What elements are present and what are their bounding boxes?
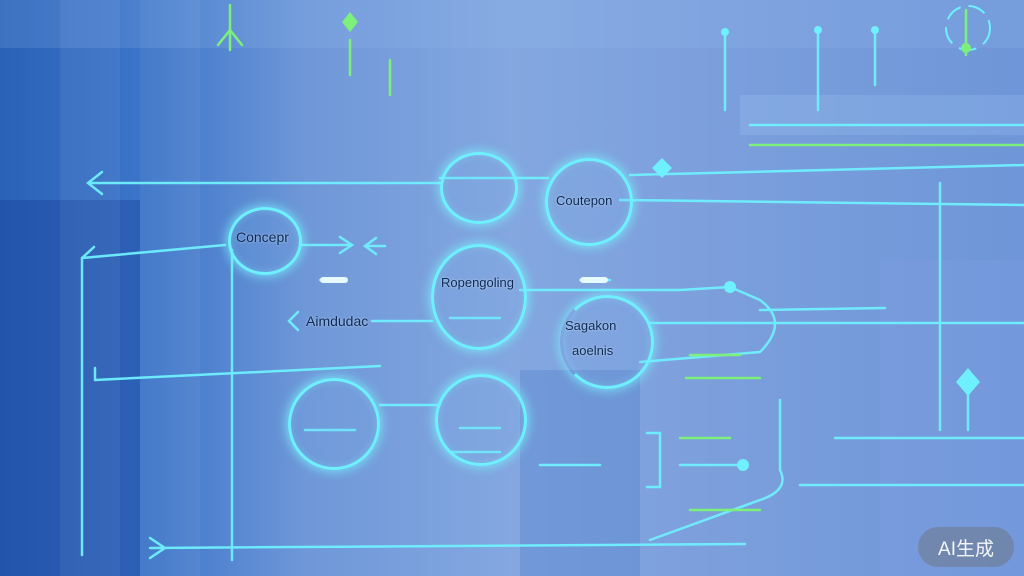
bg-band <box>0 200 140 576</box>
diamond-marker <box>956 368 980 396</box>
arrow-head <box>287 310 300 332</box>
node-segmentation <box>560 295 654 389</box>
accent-line <box>216 27 244 47</box>
bg-band <box>60 0 120 576</box>
dot-marker <box>721 28 729 36</box>
bg-band <box>520 370 640 576</box>
ai-generated-badge: AI生成 <box>918 527 1014 567</box>
connector-line <box>518 285 732 292</box>
connector-line <box>638 285 777 364</box>
diamond-marker <box>652 158 672 178</box>
connector-line <box>645 431 662 489</box>
label-conceptor: Coutepon <box>556 193 613 208</box>
bg-band <box>880 260 1024 576</box>
bg-band <box>0 0 1024 48</box>
connector-line <box>148 542 747 550</box>
pill-marker <box>580 277 608 283</box>
arrow-head <box>338 235 355 255</box>
label-segmentation-line2: aoelnis <box>572 343 614 358</box>
dot-marker <box>737 459 749 471</box>
dot-marker <box>724 281 736 293</box>
connector-line <box>648 398 784 542</box>
label-simulation: Aimdudac <box>306 313 369 329</box>
dot-marker <box>871 26 879 34</box>
node-top-ring <box>440 152 518 224</box>
ring-icon <box>945 5 991 51</box>
label-concept: Concepr <box>236 229 289 245</box>
connector-line <box>618 198 1024 207</box>
node-concept <box>228 207 302 275</box>
bg-band <box>740 95 1024 135</box>
ring-icon <box>961 43 971 53</box>
connector-line <box>758 306 887 312</box>
arrow-head <box>85 170 104 196</box>
node-processing <box>431 244 527 350</box>
label-segmentation-line1: Sagakon <box>565 318 617 333</box>
bg-band <box>140 0 200 576</box>
connector-line <box>628 163 1024 177</box>
pill-marker <box>320 277 348 283</box>
diamond-marker <box>342 12 358 32</box>
connector-line <box>80 243 227 260</box>
arrow-head <box>80 245 96 260</box>
node-conceptor <box>545 158 633 246</box>
node-blank-left <box>288 378 380 470</box>
label-processing: Ropengoling <box>441 275 515 290</box>
dot-marker <box>814 26 822 34</box>
arrow-head <box>362 236 378 256</box>
node-blank-right <box>435 374 527 466</box>
arrow-head <box>148 536 168 560</box>
connector-line <box>93 364 382 382</box>
